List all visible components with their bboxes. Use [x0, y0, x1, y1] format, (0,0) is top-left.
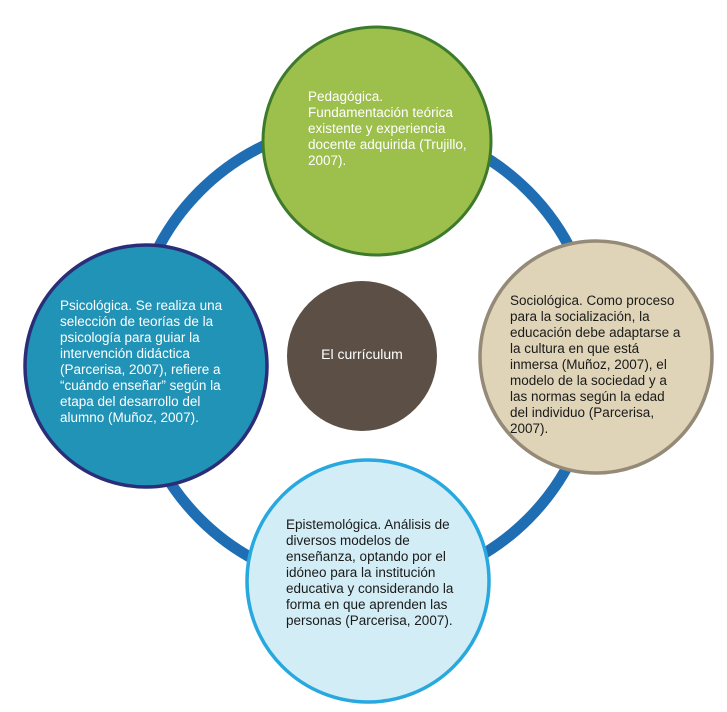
node-sociologica-text: Sociológica. Como proceso para la social…: [510, 293, 681, 436]
node-epistemologica: [247, 460, 489, 702]
node-pedagogica: [263, 27, 491, 255]
node-psicologica-border: [23, 243, 269, 489]
center-node: [287, 281, 437, 431]
node-psicologica-text: Psicológica. Se realiza una selección de…: [60, 298, 223, 425]
node-sociologica-border: [478, 239, 714, 475]
node-psicologica: [25, 245, 267, 487]
node-pedagogica-text: Pedagógica. Fundamentación teórica exist…: [308, 89, 467, 168]
node-pedagogica-border: [261, 25, 493, 257]
node-epistemologica-border: [245, 458, 491, 704]
center-label: El currículum: [321, 346, 403, 362]
node-epistemologica-text: Epistemológica. Análisis de diversos mod…: [286, 517, 454, 628]
node-sociologica: [480, 241, 712, 473]
